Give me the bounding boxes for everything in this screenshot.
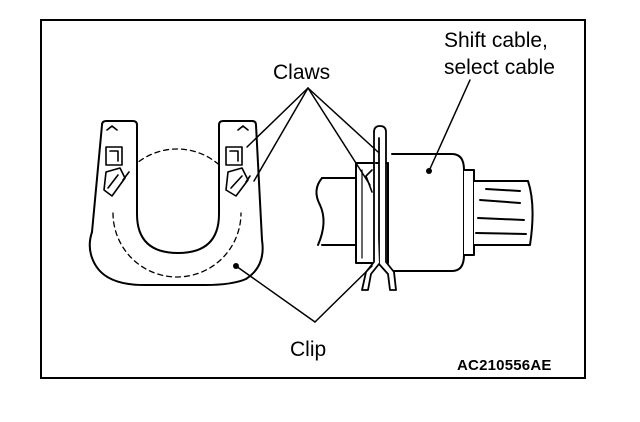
claw-left	[103, 125, 130, 197]
cable-side-view	[315, 153, 534, 272]
cable-label-line2: select cable	[444, 56, 555, 79]
cable-label-line1: Shift cable,	[444, 29, 548, 52]
dashed-over-clip	[112, 212, 242, 278]
clip-front-view	[88, 120, 264, 286]
clip-label: Clip	[290, 338, 327, 361]
clip-side-view	[361, 125, 397, 291]
figure-code: AC210556AE	[457, 357, 552, 374]
leader-dots	[233, 168, 432, 269]
leader-lines	[235, 79, 471, 323]
claws-label: Claws	[273, 61, 331, 84]
claw-right	[225, 125, 251, 197]
